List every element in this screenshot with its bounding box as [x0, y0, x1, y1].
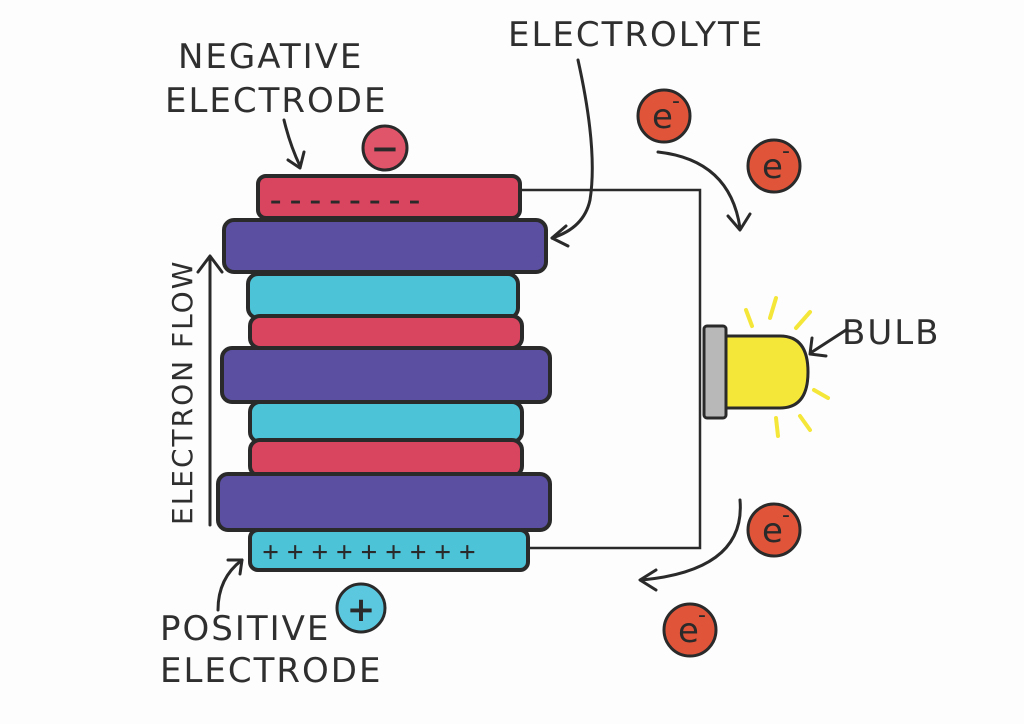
positive-electrode-layer [248, 528, 530, 572]
electron-flow-in-arrow [656, 150, 752, 232]
svg-text:-: - [782, 139, 790, 164]
electron-flow-label: ELECTRON FLOW [166, 260, 199, 525]
negative-electrode-label-line2: ELECTRODE [165, 81, 387, 121]
light-bulb [702, 296, 830, 438]
electrolyte-layer [220, 346, 552, 404]
bulb-glass [724, 334, 810, 410]
svg-text:-: - [698, 603, 706, 628]
positive-electrode-label-line1: POSITIVE [160, 609, 330, 649]
positive-layer [246, 272, 520, 320]
electron: e - [636, 88, 692, 144]
electron: e - [746, 138, 802, 194]
electron-flow-out-arrow [638, 498, 742, 592]
electron-flow-arrow [196, 254, 224, 527]
electron: e - [746, 502, 802, 558]
electrolyte-pointer-arrow [550, 58, 594, 248]
bulb-pointer-arrow [808, 328, 848, 358]
negative-layer [248, 438, 524, 478]
electrolyte-layer [216, 472, 552, 532]
svg-text:e: e [678, 611, 699, 651]
positive-electrode-label-line2: ELECTRODE [160, 651, 382, 691]
positive-charges: + + + + + + + + + [262, 536, 476, 569]
electron: e - [662, 602, 718, 658]
svg-text:e: e [762, 147, 783, 187]
svg-text:-: - [782, 503, 790, 528]
svg-text:e: e [762, 511, 783, 551]
negative-ion: − [361, 124, 409, 172]
negative-layer [248, 314, 524, 350]
bulb-base [702, 324, 728, 420]
positive-electrode-pointer-arrow [216, 558, 244, 612]
negative-sign: − [371, 129, 400, 169]
positive-layer [248, 400, 524, 444]
negative-charges: - - - - - - - - [270, 181, 420, 218]
bulb-label: BULB [842, 313, 940, 353]
positive-ion: + [335, 582, 387, 634]
electrolyte-layer [222, 218, 548, 274]
bulb-glow-rays [744, 296, 830, 438]
circuit-wire [520, 188, 702, 550]
svg-text:-: - [672, 89, 680, 114]
positive-sign: + [347, 590, 376, 630]
negative-electrode-label-line1: NEGATIVE [178, 37, 363, 77]
svg-text:e: e [652, 97, 673, 137]
electrolyte-label: ELECTROLYTE [508, 15, 764, 55]
battery-stack [216, 174, 552, 572]
negative-electrode-pointer-arrow [282, 118, 306, 170]
